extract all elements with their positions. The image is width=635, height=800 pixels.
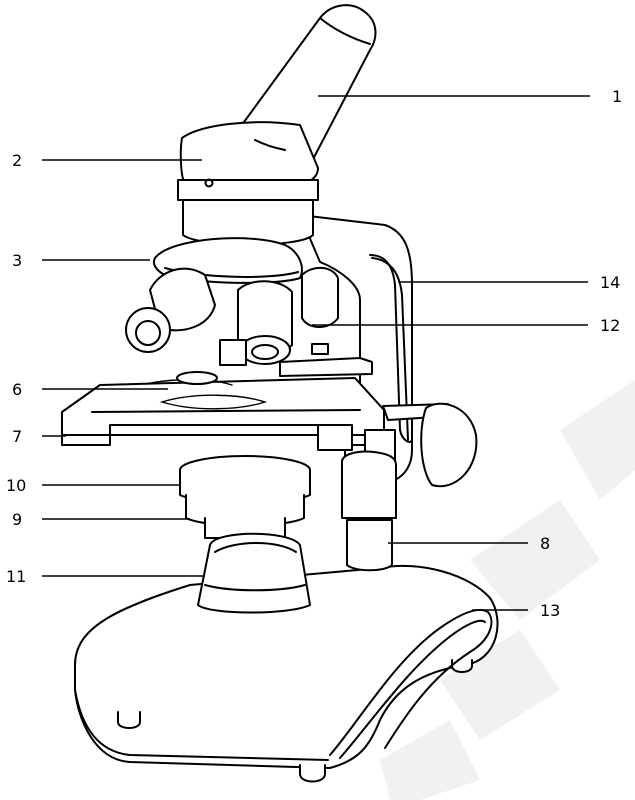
stage (61, 343, 453, 446)
lamp (197, 532, 311, 614)
condenser (179, 455, 311, 539)
callout-label-3: 3 (12, 251, 22, 270)
callout-label-14: 14 (600, 273, 620, 292)
callout-label-13: 13 (540, 601, 560, 620)
callout-label-7: 7 (12, 427, 22, 446)
callout-label-11: 11 (6, 567, 26, 586)
nosepiece (125, 237, 339, 366)
watermark (380, 380, 635, 800)
callouts: 1 2 3 6 7 8 9 10 11 12 13 14 (6, 87, 622, 620)
callout-label-2: 2 (12, 151, 22, 170)
callout-label-8: 8 (540, 534, 550, 553)
base-grip (329, 609, 493, 759)
callout-label-12: 12 (600, 316, 620, 335)
callout-label-1: 1 (612, 87, 622, 106)
head (177, 4, 377, 246)
base (74, 564, 499, 783)
focus-assembly (317, 402, 478, 572)
callout-label-6: 6 (12, 380, 22, 399)
callout-label-9: 9 (12, 510, 22, 529)
callout-label-10: 10 (6, 476, 26, 495)
